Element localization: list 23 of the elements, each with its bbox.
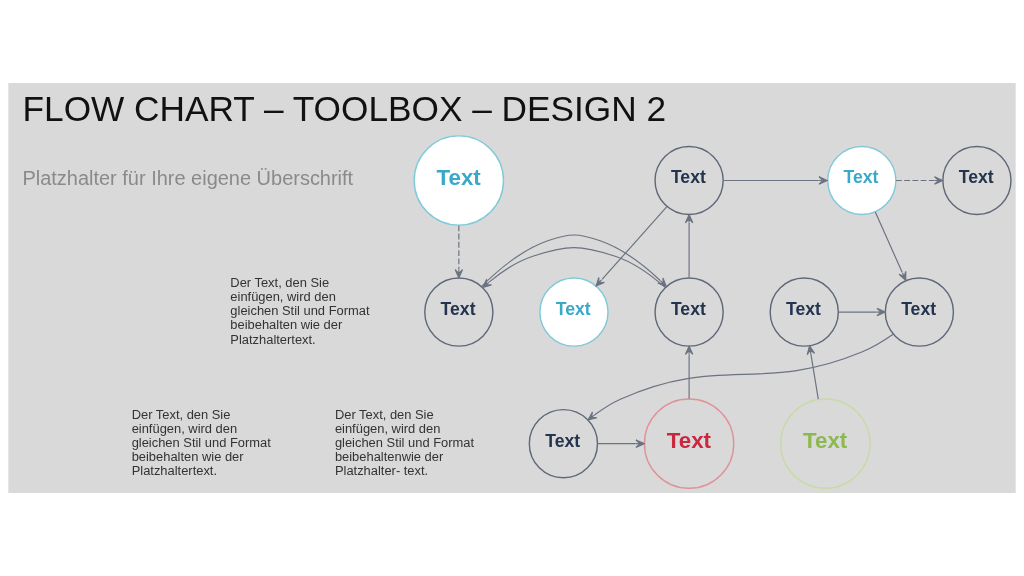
node-circle: Text xyxy=(643,398,735,489)
label: Der Text, den Sie einfügen, wird den gleichen Stil und Format beibehaltenwie der Platzhalter- text. xyxy=(334,406,475,479)
arrow xyxy=(684,214,694,279)
node-circle: Text xyxy=(827,145,897,216)
label: Der Text, den Sie einfügen, wird den gleichen Stil und Format beibehalten wie der Platzhaltertext. xyxy=(131,406,271,479)
arrow xyxy=(806,345,819,400)
node-circle: Text xyxy=(942,145,1012,216)
node-circle: Text xyxy=(654,145,724,216)
arrow xyxy=(722,176,828,185)
arrow xyxy=(587,333,894,421)
diagram-title: FLOW CHART – TOOLBOX – DESIGN 2 xyxy=(22,88,667,128)
arrow xyxy=(454,224,464,279)
node-circle: Text xyxy=(884,277,955,347)
node-circle: Text xyxy=(769,277,839,347)
label: Platzhalter für Ihre eigene Überschrift xyxy=(22,167,354,190)
node-circle: Text xyxy=(780,398,871,489)
node-circle: Text xyxy=(413,135,505,226)
arrow xyxy=(895,176,944,185)
arrow xyxy=(837,307,886,317)
arrow xyxy=(597,439,645,448)
arrow xyxy=(874,211,907,281)
label: Der Text, den Sie einfügen, wird den gleichen Stil und Format beibehalten wie der Platzhaltertext. xyxy=(230,275,370,347)
arrow xyxy=(684,345,694,400)
